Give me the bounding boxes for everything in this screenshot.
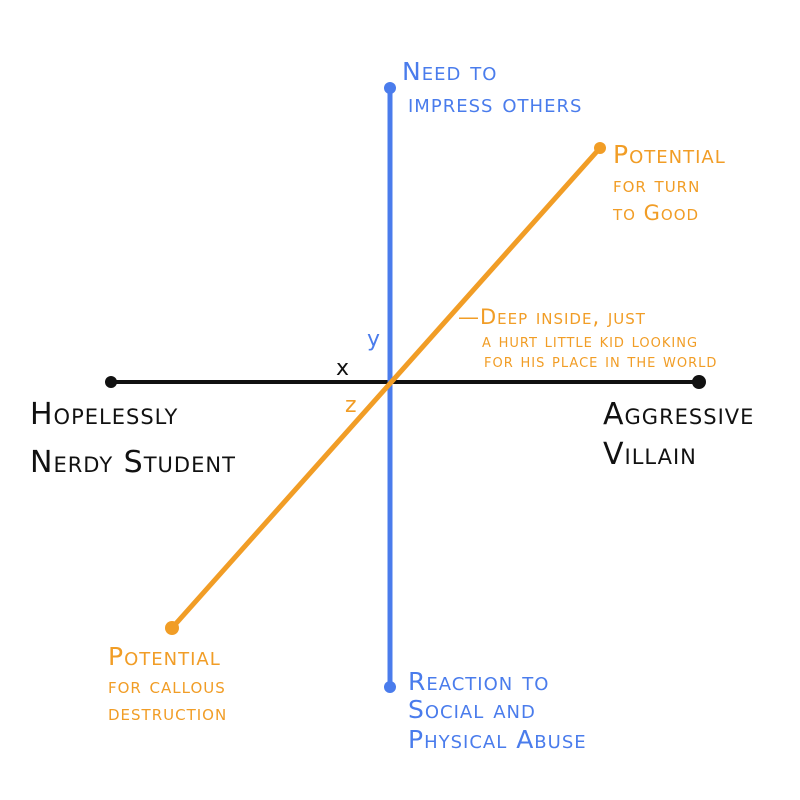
z-axis-positive-endpoint: [594, 142, 606, 154]
annotation-line-3: for his place in the world: [484, 351, 717, 372]
z-axis-negative-endpoint: [165, 621, 179, 635]
y-top-label-line-2: impress others: [408, 89, 582, 118]
x-right-label-line-2: Villain: [603, 437, 697, 472]
z-positive-label-line-1: Potential: [613, 140, 726, 169]
z-positive-label-line-3: to Good: [612, 201, 699, 225]
y-bottom-label-line-2: Social and: [408, 695, 536, 724]
x-left-label-line-1: Hopelessly: [30, 397, 178, 432]
z-axis-letter: z: [345, 393, 358, 418]
z-positive-label-line-2: for turn: [613, 173, 700, 197]
z-negative-label-line-2: for callous: [108, 674, 226, 698]
z-negative-label-line-3: destruction: [108, 701, 227, 725]
x-axis-right-endpoint: [692, 375, 706, 389]
z-axis-line: [169, 145, 603, 631]
annotation-line-1: —Deep inside, just: [458, 305, 646, 329]
annotation-line-2: a hurt little kid looking: [482, 331, 698, 352]
y-bottom-label-line-3: Physical Abuse: [408, 725, 587, 754]
x-left-label-line-2: Nerdy Student: [30, 445, 236, 480]
y-axis-letter: y: [367, 327, 381, 352]
y-axis-bottom-endpoint: [384, 681, 396, 693]
y-bottom-label-line-1: Reaction to: [408, 667, 549, 696]
x-axis-letter: x: [336, 356, 350, 381]
z-negative-label-line-1: Potential: [108, 642, 221, 671]
y-top-label-line-1: Need to: [402, 57, 497, 86]
y-axis-top-endpoint: [384, 82, 396, 94]
x-right-label-line-1: Aggressive: [603, 397, 754, 432]
x-axis-left-endpoint: [105, 376, 117, 388]
